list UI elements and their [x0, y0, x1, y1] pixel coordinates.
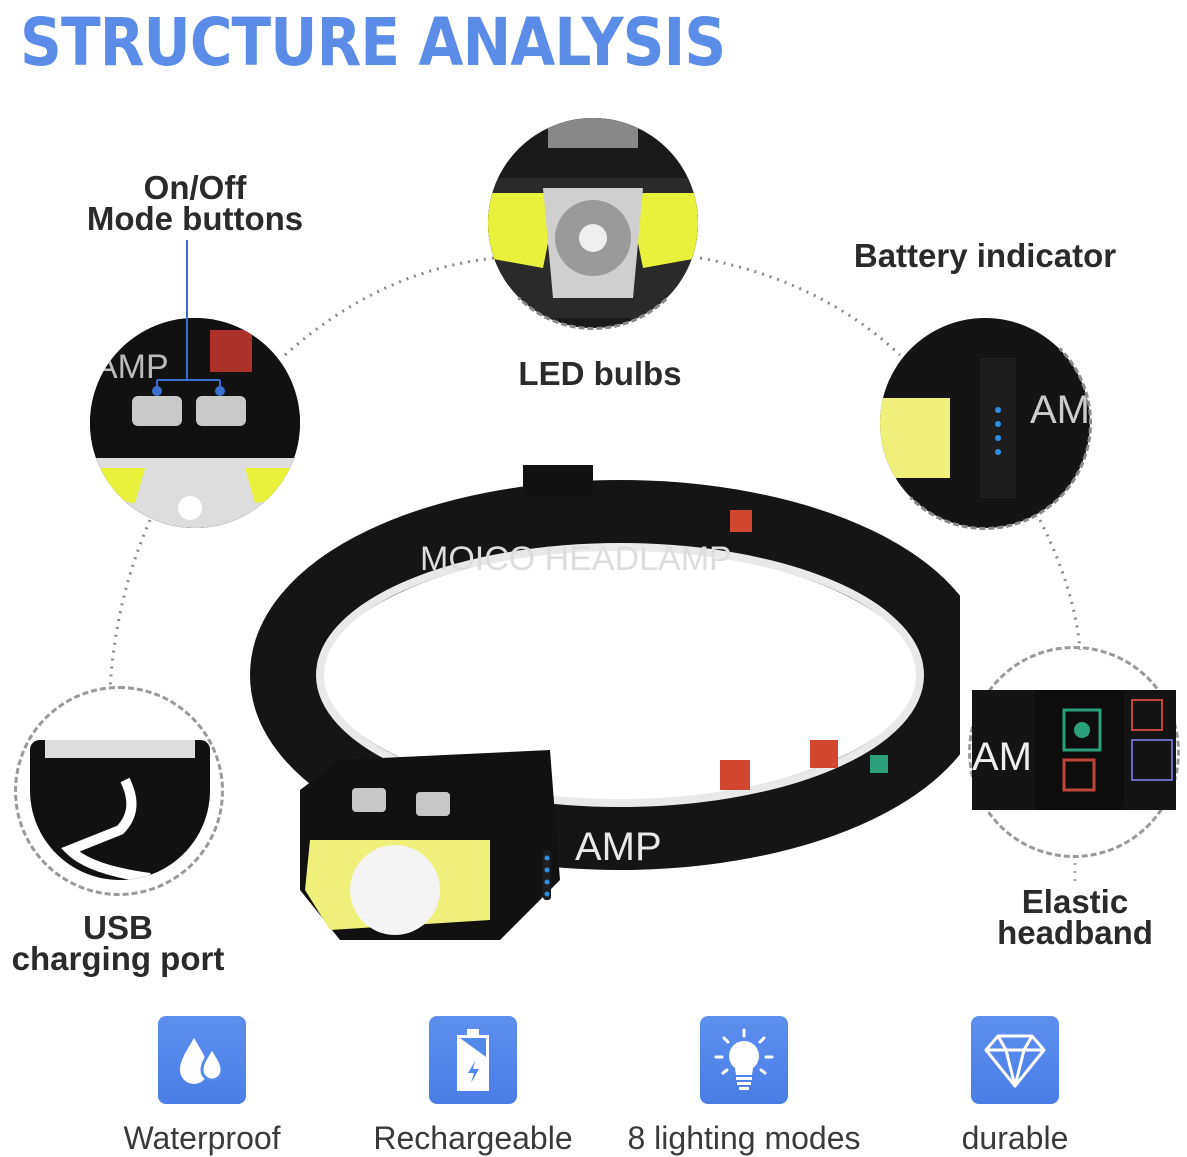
feature-label: 8 lighting modes — [627, 1120, 861, 1156]
battery-indicator-ring — [878, 316, 1092, 530]
feature-durable: durable — [940, 1016, 1090, 1157]
feature-label: Waterproof — [123, 1120, 281, 1156]
connector-dotted-arcs — [108, 256, 1082, 885]
feature-label: Rechargeable — [373, 1120, 573, 1156]
feature-waterproof: Waterproof — [112, 1016, 292, 1157]
page-title: STRUCTURE ANALYSIS — [20, 4, 726, 81]
led-bulbs-label: LED bulbs — [518, 355, 682, 392]
feature-lighting-modes: 8 lighting modes — [612, 1016, 876, 1157]
led-bulbs-ring — [486, 116, 700, 330]
buttons-pointer-line — [152, 240, 225, 396]
headband-ring — [968, 646, 1180, 858]
usb-port-detail-image — [30, 740, 210, 880]
headlamp-product-image: MOICO HEADLAMP AMP — [250, 465, 960, 940]
svg-text:MOICO HEADLAMP: MOICO HEADLAMP — [420, 540, 732, 578]
battery-indicator-label: Battery indicator — [853, 237, 1117, 274]
svg-text:AM: AM — [972, 735, 1032, 779]
light-bulb-icon — [700, 1016, 788, 1104]
usb-port-ring — [14, 686, 224, 896]
usb-port-label: USB charging port — [11, 909, 225, 978]
feature-rechargeable: Rechargeable — [362, 1016, 584, 1157]
buttons-detail-image: AMP — [90, 318, 300, 528]
svg-text:AMP: AMP — [575, 825, 662, 869]
headband-label: Elastic headband — [997, 883, 1153, 952]
battery-charging-icon — [429, 1016, 517, 1104]
diamond-icon — [971, 1016, 1059, 1104]
feature-label: durable — [961, 1120, 1069, 1156]
water-drops-icon — [158, 1016, 246, 1104]
headband-detail-image: AM — [972, 690, 1176, 810]
buttons-label: On/Off Mode buttons — [86, 169, 304, 238]
